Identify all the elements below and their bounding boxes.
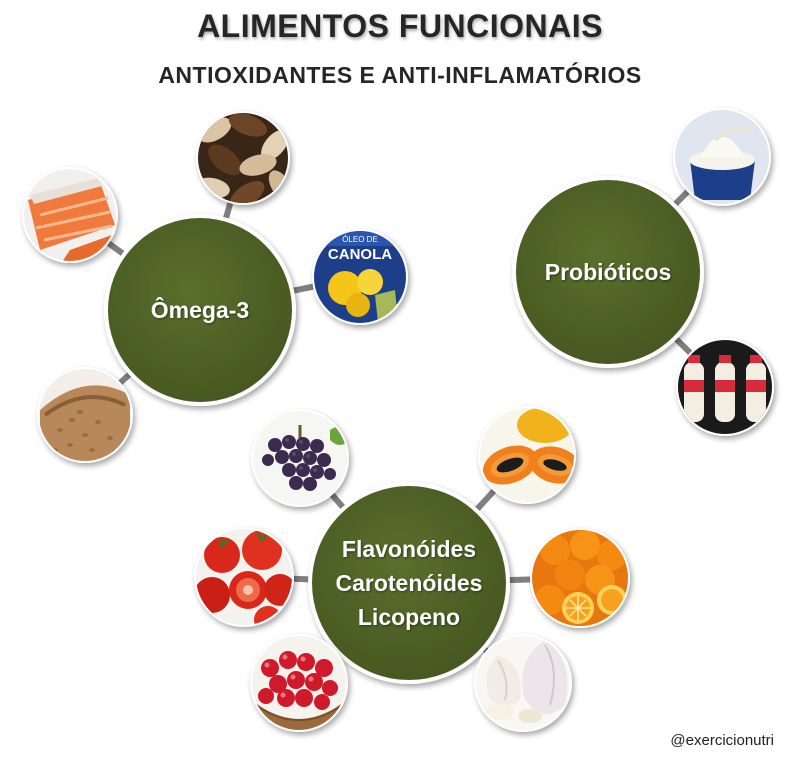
grapes-image — [251, 409, 349, 507]
yogurt-image — [673, 108, 771, 206]
hub-omega3-label: Ômega-3 — [150, 297, 250, 323]
hub-antioxidantes-line-2: Carotenóides — [335, 570, 483, 596]
oranges-image — [530, 528, 630, 628]
canola-label-top: ÓLEO DE — [342, 235, 378, 244]
hub-probioticos — [512, 176, 704, 368]
hub-antioxidantes-line-3: Licopeno — [357, 604, 461, 630]
fermented-milk-image — [676, 338, 774, 436]
hub-antioxidantes-line-1: Flavonóides — [341, 536, 477, 562]
hub-antioxidantes — [308, 482, 510, 684]
page-subtitle: ANTIOXIDANTES E ANTI-INFLAMATÓRIOS — [158, 62, 642, 88]
salmon-image — [22, 167, 118, 263]
canola-oil-image: ÓLEO DE CANOLA — [312, 229, 408, 325]
flaxseed-image — [37, 367, 133, 463]
garlic-image — [474, 634, 572, 732]
hub-probioticos-label: Probióticos — [544, 259, 672, 285]
hub-omega3 — [104, 214, 296, 406]
canola-label-main: CANOLA — [328, 246, 392, 263]
hub-antioxidantes-label: Flavonóides Carotenóides Licopeno — [310, 484, 508, 682]
tomatoes-image — [194, 527, 294, 627]
credit-handle: @exercicionutri — [670, 732, 774, 749]
papaya-image — [478, 406, 576, 504]
brazil-nuts-image — [196, 111, 290, 205]
page-title: ALIMENTOS FUNCIONAIS — [197, 8, 603, 44]
